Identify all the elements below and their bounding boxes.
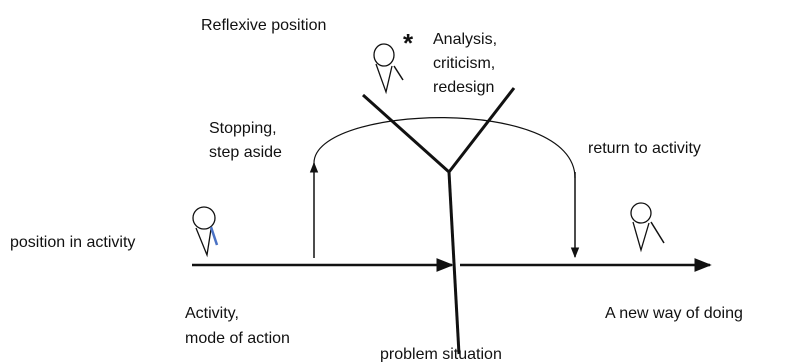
analysis-label-2: criticism, — [433, 55, 495, 72]
stopping-label-2: step aside — [209, 144, 282, 161]
y-stem — [447, 171, 461, 355]
activity-label-2: mode of action — [185, 330, 290, 347]
new-actor-figure — [630, 202, 665, 253]
reflexive-observer-figure — [373, 43, 404, 95]
problem-situation-label: problem situation — [380, 346, 502, 362]
actor-figure — [192, 206, 219, 258]
new-way-label: A new way of doing — [605, 305, 743, 322]
asterisk-mark: * — [403, 28, 414, 58]
reflexive-arc — [313, 117, 576, 179]
return-to-activity-label: return to activity — [588, 140, 701, 157]
position-in-activity-label: position in activity — [10, 234, 135, 251]
y-branch-right — [447, 87, 516, 173]
analysis-label-1: Analysis, — [433, 31, 497, 48]
activity-label-1: Activity, — [185, 305, 239, 322]
stopping-label-1: Stopping, — [209, 120, 277, 137]
analysis-label-3: redesign — [433, 79, 494, 96]
reflexive-position-label: Reflexive position — [201, 17, 326, 34]
y-branch-left — [361, 93, 451, 174]
